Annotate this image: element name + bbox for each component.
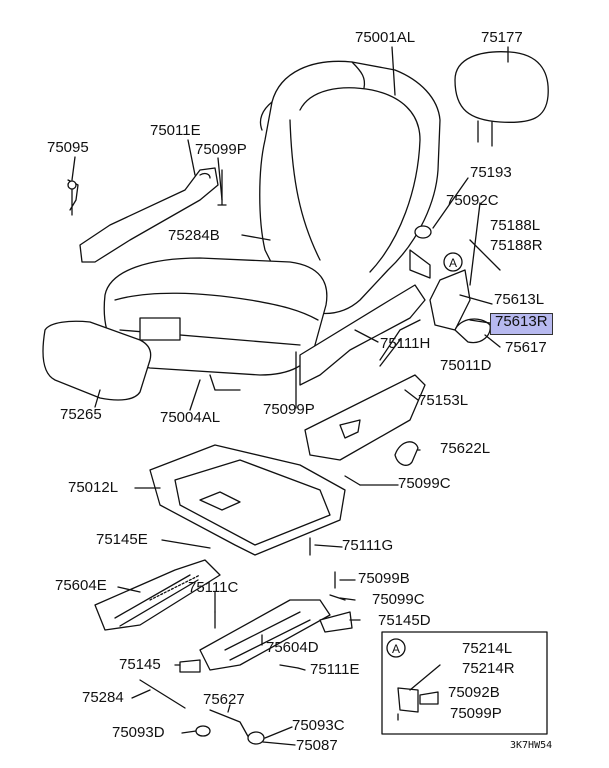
callout-A: A (449, 256, 458, 270)
label-75145D[interactable]: 75145D (378, 612, 431, 629)
label-75012L[interactable]: 75012L (68, 479, 119, 496)
label-75087[interactable]: 75087 (296, 737, 338, 754)
seat-back-inner (299, 87, 421, 273)
cover-75613 (429, 269, 471, 331)
label-75153L[interactable]: 75153L (418, 392, 469, 409)
cover-75153L (304, 374, 426, 461)
label-75177[interactable]: 75177 (481, 29, 523, 46)
label-75092C[interactable]: 75092C (446, 192, 499, 209)
label-75604E[interactable]: 75604E (55, 577, 107, 594)
label-75111H[interactable]: 75111H (380, 335, 431, 352)
label-75111E[interactable]: 75111E (310, 661, 360, 678)
label-75627[interactable]: 75627 (203, 691, 245, 708)
inset-label-A: A (392, 642, 401, 656)
label-75193[interactable]: 75193 (470, 164, 512, 181)
side-frame-75011E (79, 167, 219, 263)
rail-75604D (199, 599, 331, 671)
headrest (454, 51, 549, 124)
label-75622L[interactable]: 75622L (440, 440, 491, 457)
label-75099B[interactable]: 75099B (358, 570, 410, 587)
label-75111G[interactable]: 75111G (342, 537, 394, 554)
label-75099C-b[interactable]: 75099C (372, 591, 425, 608)
label-75145[interactable]: 75145 (119, 656, 161, 673)
label-75099P-inset[interactable]: 75099P (450, 705, 502, 722)
label-75004AL[interactable]: 75004AL (160, 409, 221, 426)
label-75093D[interactable]: 75093D (112, 724, 165, 741)
label-75613R-highlighted[interactable]: 75613R (490, 313, 553, 335)
label-75099C-a[interactable]: 75099C (398, 475, 451, 492)
trim-75622L (394, 441, 419, 466)
label-75284B[interactable]: 75284B (168, 227, 220, 244)
label-75092B[interactable]: 75092B (448, 684, 500, 701)
label-75011D[interactable]: 75011D (440, 357, 492, 374)
label-75617[interactable]: 75617 (505, 339, 547, 356)
rail-75604E (94, 559, 221, 631)
label-75099P-a[interactable]: 75099P (195, 141, 247, 158)
diagram-code: 3K7HW54 (510, 740, 553, 751)
label-75001AL[interactable]: 75001AL (355, 29, 416, 46)
label-75188R[interactable]: 75188R (490, 237, 543, 254)
label-75011E[interactable]: 75011E (150, 122, 201, 139)
label-75604D[interactable]: 75604D (266, 639, 319, 656)
label-75188L[interactable]: 75188L (490, 217, 541, 234)
label-75613L[interactable]: 75613L (494, 291, 545, 308)
label-75111C[interactable]: 75111C (188, 579, 239, 596)
label-75284[interactable]: 75284 (82, 689, 124, 706)
label-75214L[interactable]: 75214L (462, 640, 513, 657)
label-75099P-b[interactable]: 75099P (263, 401, 315, 418)
label-75095[interactable]: 75095 (47, 139, 89, 156)
inset-box (381, 631, 548, 735)
label-75265[interactable]: 75265 (60, 406, 102, 423)
pad-75265 (42, 320, 152, 401)
label-75093C[interactable]: 75093C (292, 717, 345, 734)
label-75145E[interactable]: 75145E (96, 531, 148, 548)
side-frame-75011D (299, 284, 426, 386)
label-75214R[interactable]: 75214R (462, 660, 515, 677)
